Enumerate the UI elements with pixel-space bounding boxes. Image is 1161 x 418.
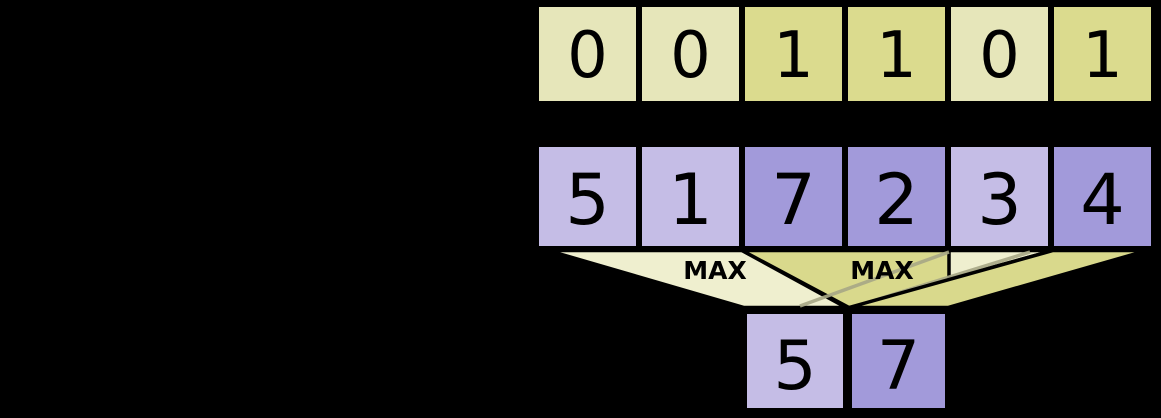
value-cell [639,144,742,249]
mask-cell [536,4,639,104]
value-cell-value: 3 [977,159,1022,241]
result-cell-value: 7 [877,327,920,406]
max-funnel-right-band [847,248,1149,310]
value-cell-value: 5 [565,159,610,241]
value-cell [948,144,1051,249]
max-label-left: MAX [683,256,747,285]
value-cell [742,144,845,249]
mask-cell-value: 0 [979,19,1020,93]
result-cell-value: 5 [773,327,816,406]
mask-cell-value: 0 [670,19,711,93]
mask-cell [742,4,845,104]
mask-cell [845,4,948,104]
value-cell [1051,144,1154,249]
value-cell-value: 4 [1080,159,1125,241]
mask-cell [639,4,742,104]
mask-cell-value: 1 [1082,19,1123,93]
value-cell-value: 7 [771,159,816,241]
value-cell [845,144,948,249]
result-cell [744,311,846,411]
result-cell [849,311,948,411]
mask-cell-value: 1 [876,19,917,93]
mask-cell [1051,4,1154,104]
overlap-edge-line [799,250,950,308]
value-cell-value: 1 [668,159,713,241]
mask-cell [948,4,1051,104]
mask-cell-value: 0 [567,19,608,93]
max-label-right: MAX [850,256,914,285]
value-cell [536,144,639,249]
mask-cell-value: 1 [773,19,814,93]
value-cell-value: 2 [874,159,919,241]
